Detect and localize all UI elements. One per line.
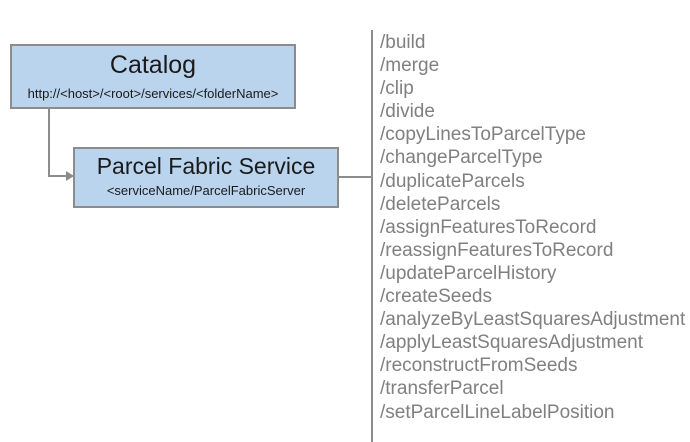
list-item: /deleteParcels [380,193,501,215]
node-catalog-subtitle: http://<host>/<root>/services/<folderNam… [27,85,279,101]
node-parcel-fabric-service-title: Parcel Fabric Service [96,153,316,179]
list-item: /copyLinesToParcelType [380,124,586,146]
list-item: /build [380,32,426,53]
node-parcel-fabric-service-subtitle: <serviceName/ParcelFabricServer [106,183,306,199]
list-item: /reconstructFromSeeds [380,355,578,377]
list-item: /analyzeByLeastSquaresAdjustment [380,309,686,331]
list-item: /duplicateParcels [380,170,525,192]
node-parcel-fabric-service: Parcel Fabric Service <serviceName/Parce… [73,147,339,208]
list-item: /divide [380,101,435,123]
list-item: /updateParcelHistory [380,262,557,284]
connector-catalog-horizontal [48,175,73,177]
list-item: /transferParcel [380,378,504,400]
node-catalog: Catalog http://<host>/<root>/services/<f… [10,44,296,109]
list-item: /clip [380,78,414,100]
list-item: /applyLeastSquaresAdjustment [380,332,643,354]
operations-list: /build /merge /clip /divide /copyLinesTo… [380,31,685,424]
list-item: /assignFeaturesToRecord [380,216,597,238]
list-item: /changeParcelType [380,147,543,169]
connector-catalog-vertical [48,109,50,177]
list-item: /merge [380,55,440,77]
list-item: /setParcelLineLabelPosition [380,401,615,423]
connector-service-to-operations [339,176,372,178]
list-item: /createSeeds [380,286,492,308]
list-item: /reassignFeaturesToRecord [380,239,614,261]
operations-divider-rule [371,30,373,442]
node-catalog-title: Catalog [109,51,197,79]
arrowhead-icon [66,171,74,181]
